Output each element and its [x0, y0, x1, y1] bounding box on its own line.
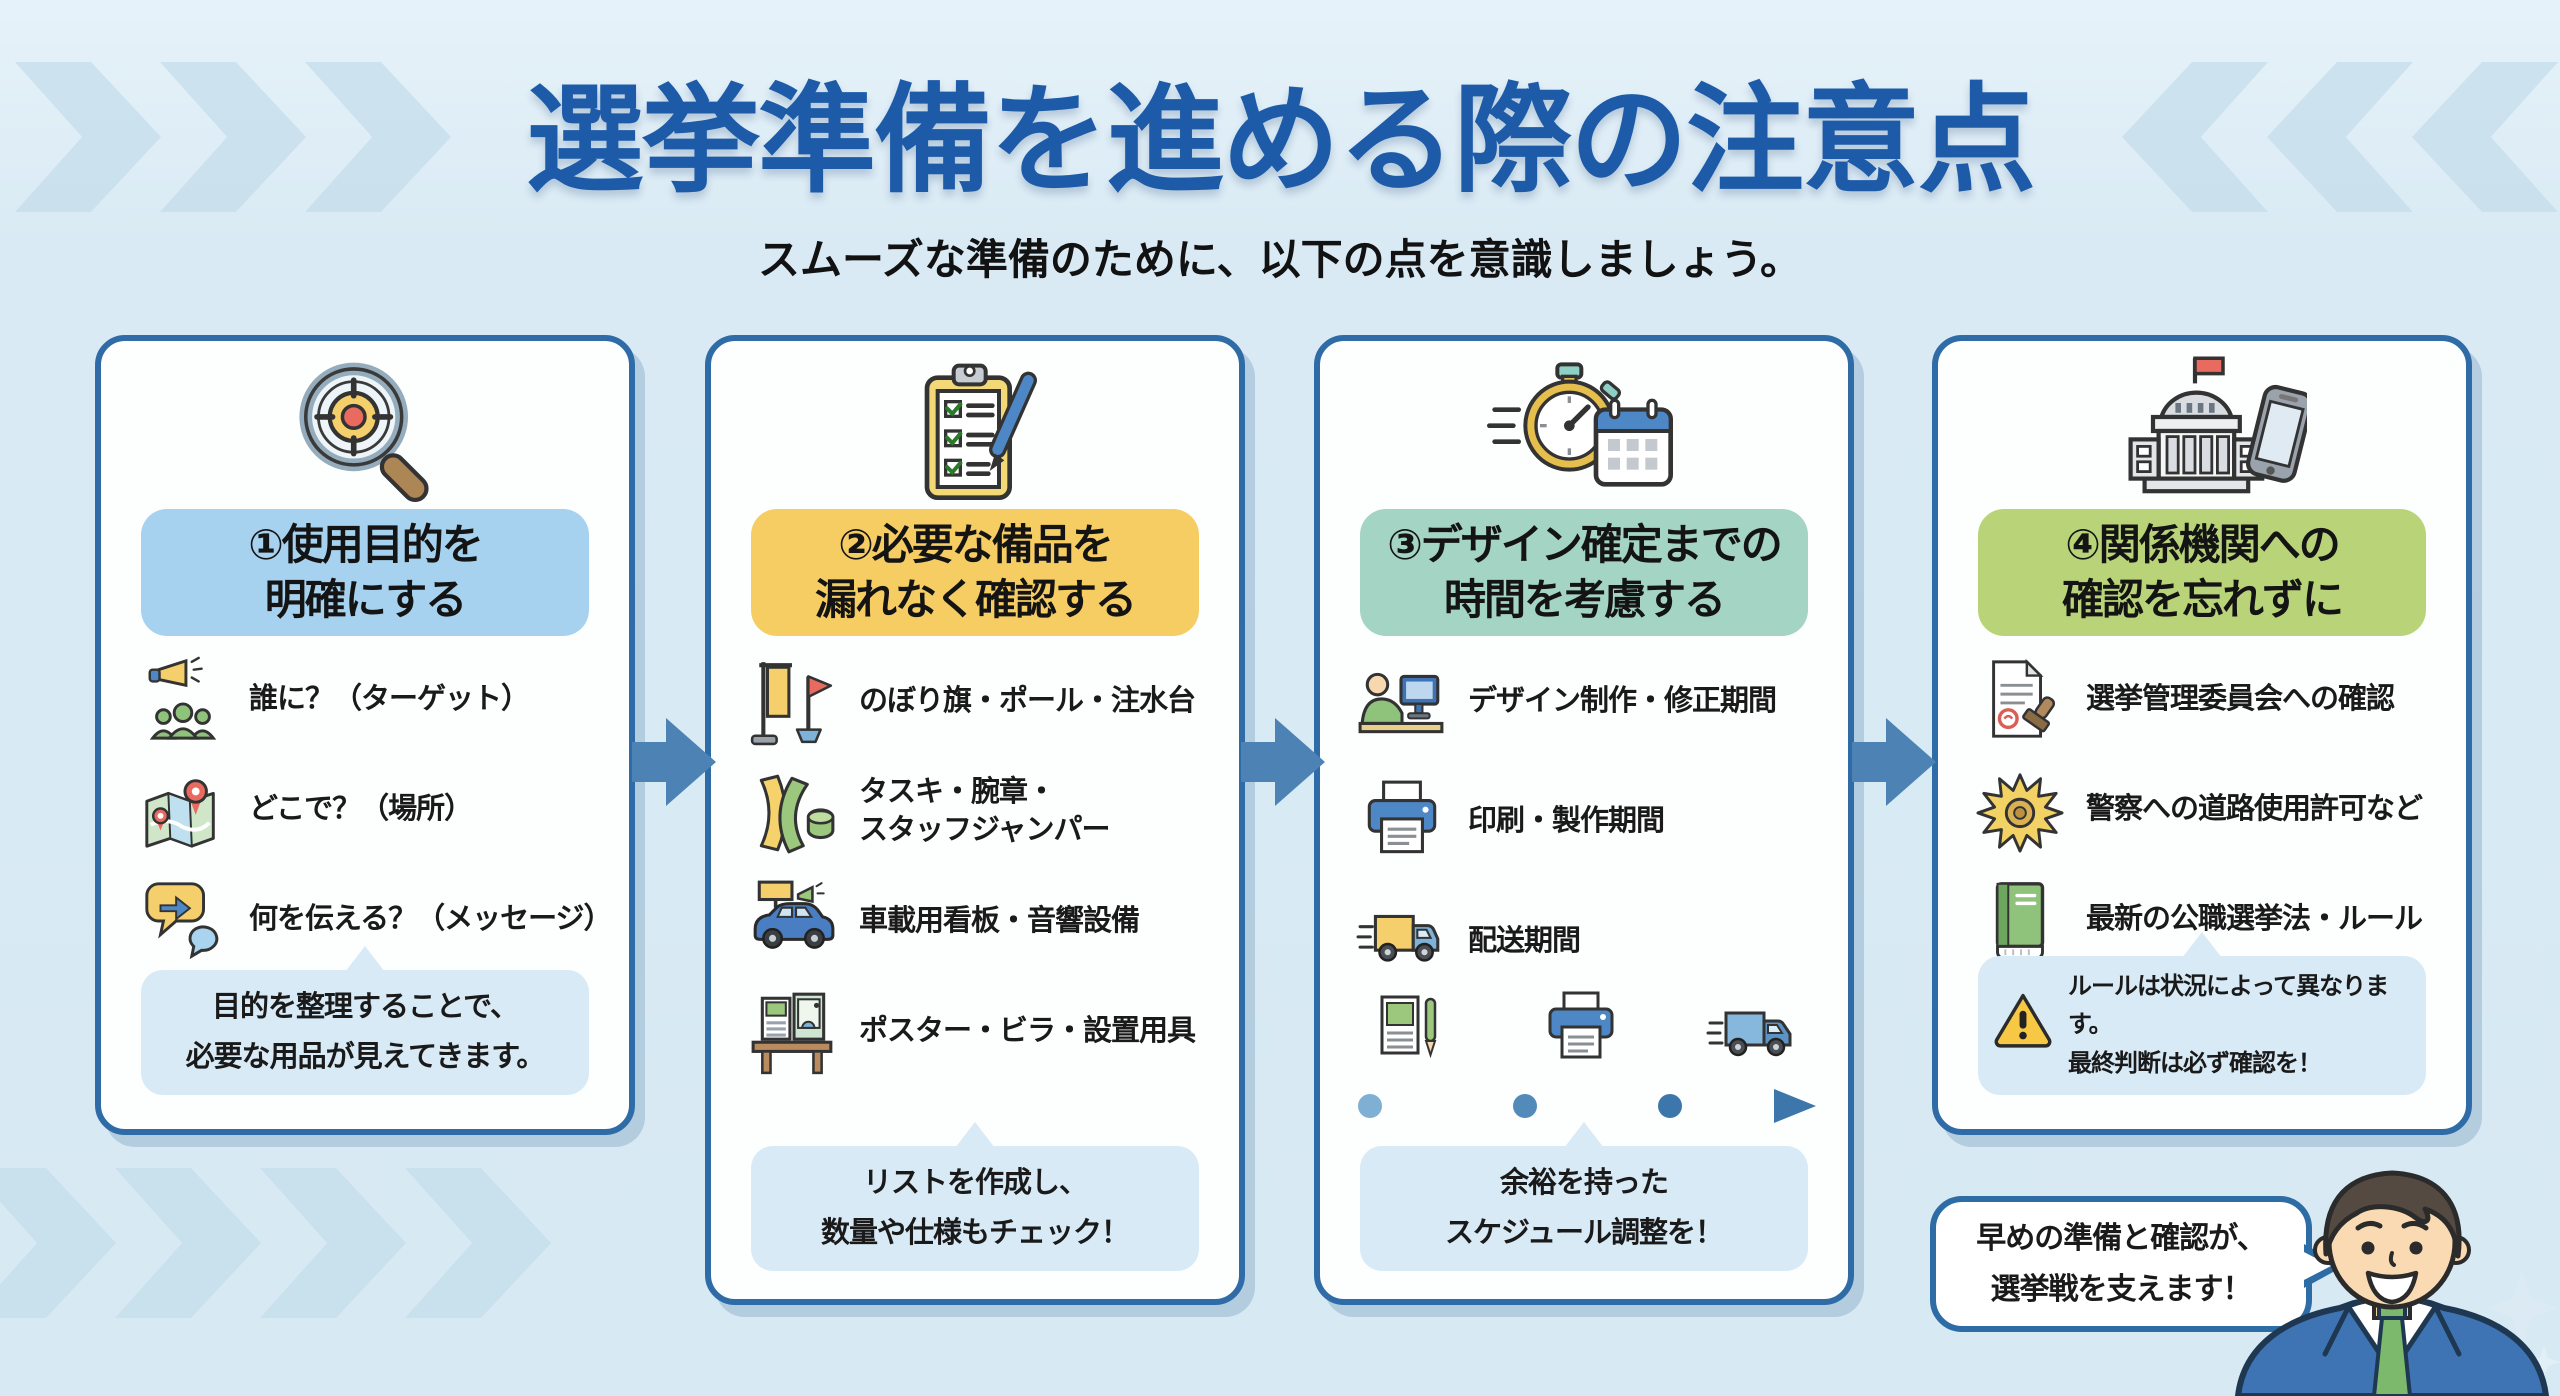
government-phone-icon: [1938, 351, 2466, 511]
timeline-arrow: [1350, 1083, 1828, 1129]
sash-armband-icon: [745, 766, 841, 858]
poster-table-icon: [745, 986, 841, 1078]
flow-arrow-icon: [632, 718, 716, 806]
list-item-label: 印刷・製作期間: [1468, 805, 1665, 838]
list-item-label: 最新の公職選挙法・ルール: [2086, 903, 2423, 936]
map-pins-icon: [135, 766, 231, 854]
flow-arrow-icon: [1852, 718, 1936, 806]
list-item: 配送期間: [1354, 896, 1824, 988]
printer-icon: [1354, 776, 1450, 868]
delivery-truck-icon: [1354, 896, 1450, 988]
megaphone-audience-icon: [135, 656, 231, 744]
notebook-pen-icon: [1366, 989, 1456, 1080]
chevron-decoration: [115, 1168, 261, 1318]
warning-icon: [1992, 990, 2054, 1060]
list-item: 印刷・製作期間: [1354, 776, 1824, 868]
card-equipment: ②必要な備品を 漏れなく確認する のぼり旗・ポール・注水台: [705, 335, 1245, 1305]
chevron-decoration: [0, 1168, 116, 1318]
businessman-character: [2222, 1158, 2560, 1396]
list-item-label: ポスター・ビラ・設置用具: [859, 1015, 1196, 1048]
list-item: 最新の公職選挙法・ルール: [1972, 876, 2442, 964]
stamped-document-icon: [1972, 656, 2068, 744]
card-schedule-items: デザイン制作・修正期間 印刷・製作期間: [1354, 656, 1824, 988]
list-item-label: デザイン制作・修正期間: [1468, 685, 1777, 718]
list-item-label: 車載用看板・音響設備: [859, 905, 1140, 938]
list-item: 警察への道路使用許可など: [1972, 766, 2442, 854]
list-item: どこで？（場所）: [135, 766, 605, 854]
list-item: 車載用看板・音響設備: [745, 876, 1215, 968]
page-subtitle: スムーズな準備のために、以下の点を意識しましょう。: [757, 236, 1803, 283]
page-title: 選挙準備を進める際の注意点: [525, 75, 2036, 207]
card-authorities: ④関係機関への 確認を忘れずに 選挙管: [1932, 335, 2472, 1135]
designer-at-pc-icon: [1354, 656, 1450, 748]
card-purpose-header: ①使用目的を 明確にする: [141, 509, 589, 636]
card-schedule-note: 余裕を持った スケジュール調整を！: [1360, 1121, 1808, 1271]
list-item: のぼり旗・ポール・注水台: [745, 656, 1215, 748]
card-purpose: ①使用目的を 明確にする: [95, 335, 635, 1135]
card-equipment-header: ②必要な備品を 漏れなく確認する: [751, 509, 1199, 636]
truck-fast-icon: [1706, 989, 1802, 1080]
list-item-label: のぼり旗・ポール・注水台: [859, 685, 1196, 718]
card-authorities-header: ④関係機関への 確認を忘れずに: [1978, 509, 2426, 636]
card-equipment-items: のぼり旗・ポール・注水台 タスキ・腕章・ スタッフジャンパー: [745, 656, 1215, 1078]
list-item-label: 何を伝える？（メッセージ）: [249, 903, 613, 936]
card-equipment-note: リストを作成し、 数量や仕様もチェック！: [751, 1121, 1199, 1271]
list-item-label: 警察への道路使用許可など: [2086, 793, 2423, 826]
list-item: デザイン制作・修正期間: [1354, 656, 1824, 748]
flow-arrow-icon: [1241, 718, 1325, 806]
clipboard-checklist-icon: [711, 351, 1239, 511]
card-purpose-note: 目的を整理することで、 必要な用品が見えてきます。: [141, 945, 589, 1095]
sparkle-icon: [2486, 1270, 2558, 1346]
production-timeline: [1366, 989, 1802, 1080]
magnifier-target-icon: [101, 351, 629, 511]
speech-bubbles-icon: [135, 876, 231, 964]
chevron-decoration: [260, 1168, 406, 1318]
list-item-label: どこで？（場所）: [249, 793, 473, 826]
list-item-label: 配送期間: [1468, 925, 1581, 958]
list-item: 誰に？（ターゲット）: [135, 656, 605, 744]
card-schedule: ③デザイン確定までの 時間を考慮する デザイン制作・修正期間: [1314, 335, 1854, 1305]
list-item-label: 選挙管理委員会への確認: [2086, 683, 2395, 716]
card-authorities-warning: ルールは状況によって異なります。 最終判断は必ず確認を！: [1978, 931, 2426, 1095]
list-item-label: タスキ・腕章・ スタッフジャンパー: [859, 776, 1111, 846]
card-authorities-items: 選挙管理委員会への確認 警察への道路使用許可など: [1972, 656, 2442, 964]
stopwatch-calendar-icon: [1320, 351, 1848, 511]
campaign-car-icon: [745, 876, 841, 968]
police-badge-icon: [1972, 766, 2068, 854]
card-purpose-items: 誰に？（ターゲット） どこで？（場所）: [135, 656, 613, 964]
list-item: 何を伝える？（メッセージ）: [135, 876, 613, 964]
list-item: タスキ・腕章・ スタッフジャンパー: [745, 766, 1215, 858]
nobori-flag-icon: [745, 656, 841, 748]
card-schedule-header: ③デザイン確定までの 時間を考慮する: [1360, 509, 1808, 636]
list-item: 選挙管理委員会への確認: [1972, 656, 2442, 744]
warning-text: ルールは状況によって異なります。 最終判断は必ず確認を！: [2068, 972, 2389, 1077]
chevron-decoration: [405, 1168, 551, 1318]
law-book-icon: [1972, 876, 2068, 964]
printer-small-icon: [1536, 989, 1626, 1080]
footer-speech-bubble: 早めの準備と確認が、 選挙戦を支えます！: [1930, 1196, 2344, 1332]
list-item: ポスター・ビラ・設置用具: [745, 986, 1215, 1078]
list-item-label: 誰に？（ターゲット）: [249, 683, 530, 716]
